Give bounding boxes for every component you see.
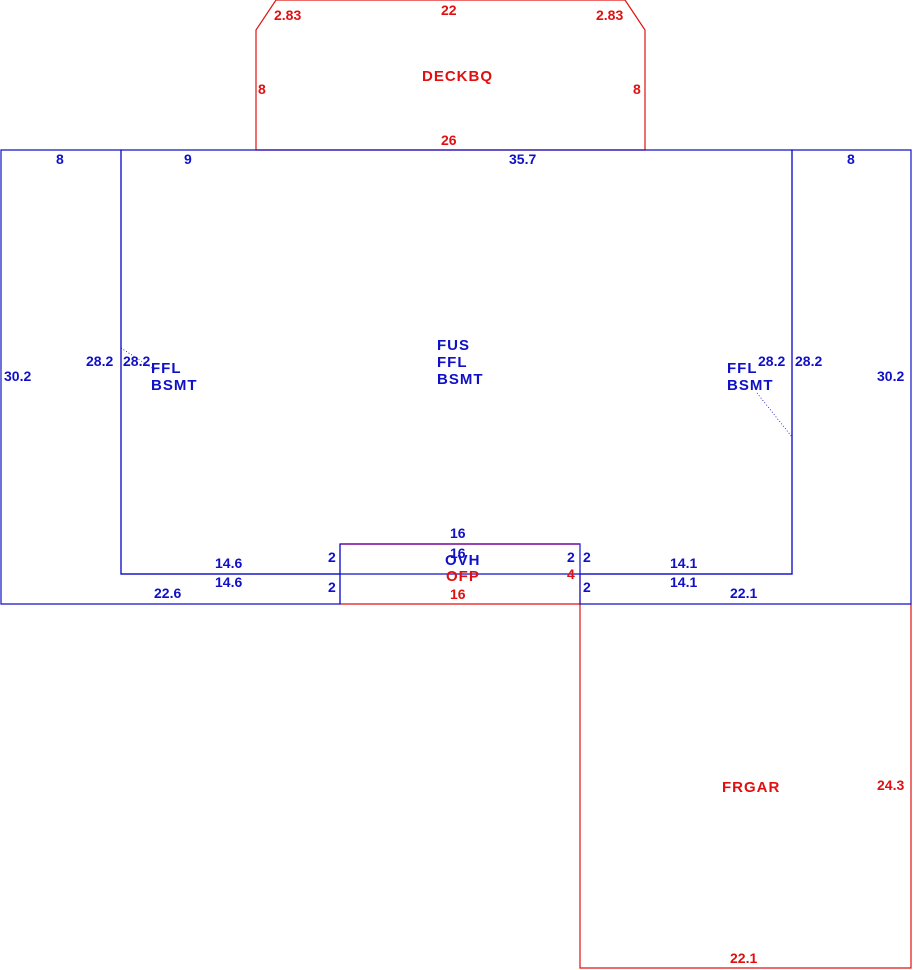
dim-right-wing-outer: 30.2 <box>877 368 904 384</box>
garage-outline <box>579 604 912 969</box>
area-label-main-3: BSMT <box>437 371 484 388</box>
dim-left-wing-inner: 28.2 <box>86 353 113 369</box>
dim-ofp-right: 4 <box>567 566 575 582</box>
dim-main-bottom-left-2: 14.6 <box>215 574 242 590</box>
dim-deck-diag-right: 2.83 <box>596 7 623 23</box>
dim-left-wing-top: 8 <box>56 151 64 167</box>
area-label-deck: DECKBQ <box>422 68 493 85</box>
dim-garage-bottom: 22.1 <box>730 950 757 966</box>
dim-main-bottom-left: 14.6 <box>215 555 242 571</box>
dim-right-wing-inner: 28.2 <box>795 353 822 369</box>
area-label-overhang: OVH <box>445 552 481 569</box>
dim-deck-left: 8 <box>258 81 266 97</box>
dim-deck-diag-left: 2.83 <box>274 7 301 23</box>
dim-ofp-bottom: 16 <box>450 586 466 602</box>
dim-ovh-left: 2 <box>328 549 336 565</box>
dim-right-wing-top: 8 <box>847 151 855 167</box>
dim-ovh-right-2: 2 <box>583 549 591 565</box>
dim-main-bottom-right: 14.1 <box>670 555 697 571</box>
dim-deck-bottom: 26 <box>441 132 457 148</box>
dim-garage-right: 24.3 <box>877 777 904 793</box>
area-label-main-1: FUS <box>437 337 470 354</box>
dim-left-wing-outer: 30.2 <box>4 368 31 384</box>
leader-line-left <box>120 347 156 371</box>
leader-line-right <box>756 392 793 438</box>
dim-main-top-left: 9 <box>184 151 192 167</box>
area-label-porch: OFP <box>446 568 480 585</box>
dim-main-right: 28.2 <box>758 353 785 369</box>
area-label-main-2: FFL <box>437 354 468 371</box>
area-label-left-wing-2: BSMT <box>151 377 198 394</box>
area-label-left-wing-1: FFL <box>151 360 182 377</box>
area-label-right-wing-2: BSMT <box>727 377 774 394</box>
dim-main-top-right: 35.7 <box>509 151 536 167</box>
area-label-right-wing-1: FFL <box>727 360 758 377</box>
dim-main-bottom-right-2: 14.1 <box>670 574 697 590</box>
right-wing-outline <box>579 149 912 605</box>
dim-deck-top: 22 <box>441 2 457 18</box>
dim-ovh-right: 2 <box>567 549 575 565</box>
dim-ofp-left: 2 <box>328 579 336 595</box>
dim-right-wing-bottom: 22.1 <box>730 585 757 601</box>
dim-ovh-bottom: 16 <box>450 545 466 561</box>
dim-ofp-right-2: 2 <box>583 579 591 595</box>
dim-main-left: 28.2 <box>123 353 150 369</box>
area-label-garage: FRGAR <box>722 779 780 796</box>
dim-ovh-top: 16 <box>450 525 466 541</box>
dim-left-wing-bottom: 22.6 <box>154 585 181 601</box>
dim-deck-right: 8 <box>633 81 641 97</box>
